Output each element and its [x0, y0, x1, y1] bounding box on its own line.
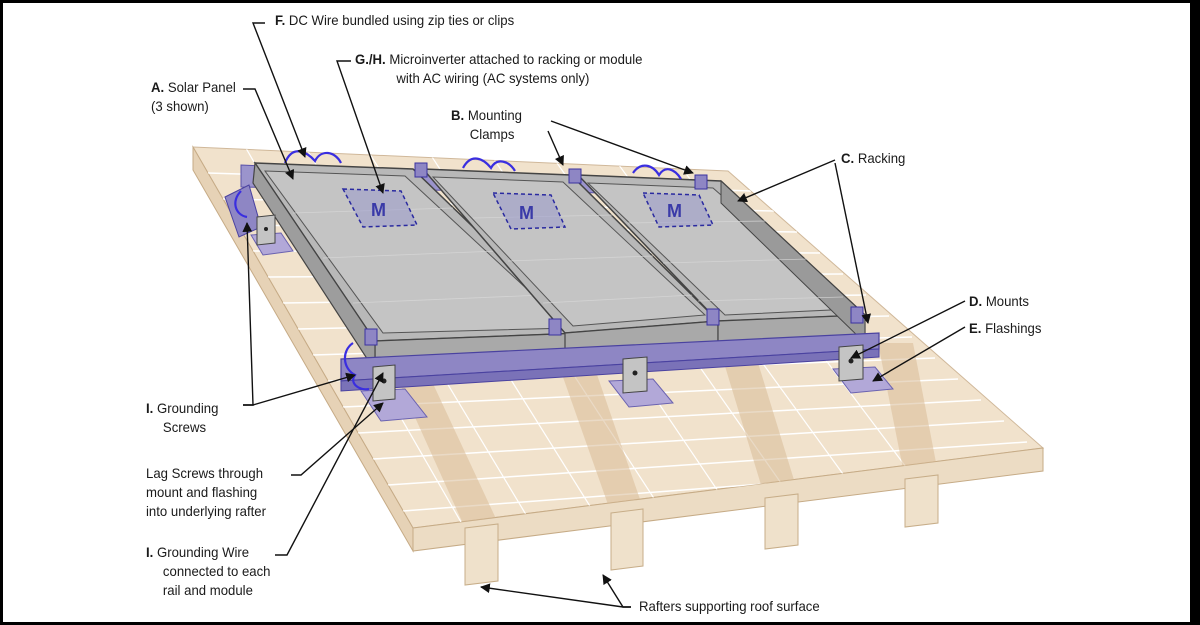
front-rail	[340, 332, 880, 392]
roof-front-edge	[412, 447, 1044, 552]
clamp	[364, 328, 378, 346]
leader-rafters2	[602, 574, 631, 608]
callout-lag-screws: Lag Screws through mount and flashing in…	[146, 465, 266, 519]
leader-i1-up	[242, 222, 254, 406]
leader-lag	[291, 402, 384, 476]
callout-e: E. Flashings	[969, 320, 1042, 336]
mounting-clamps	[364, 162, 864, 346]
rafter	[904, 474, 939, 528]
leader-f	[251, 22, 307, 158]
callout-i-grounding-screws: I. Grounding Screws	[146, 400, 219, 435]
microinverter-mark: M	[519, 203, 534, 223]
dc-wire	[283, 150, 342, 164]
leader-lines	[242, 22, 966, 608]
leader-d	[850, 300, 966, 359]
leader-b1	[547, 130, 564, 166]
microinverter: M	[341, 188, 419, 228]
clamp	[568, 168, 582, 184]
clamp	[850, 306, 864, 324]
rafter	[464, 523, 499, 586]
microinverter: M	[641, 192, 715, 228]
mount	[250, 214, 294, 256]
leader-e	[872, 326, 966, 382]
rafter	[610, 508, 644, 571]
dc-wire	[632, 164, 682, 180]
dc-wire	[462, 157, 516, 172]
callout-d: D. Mounts	[969, 293, 1029, 309]
microinverters: M M M	[341, 188, 715, 230]
clamp	[706, 308, 720, 326]
leader-i2	[275, 372, 384, 556]
clamp	[548, 318, 562, 336]
microinverter: M	[491, 192, 567, 230]
callout-i-grounding-wire: I. Grounding Wire connected to each rail…	[146, 544, 271, 598]
callout-b: B. Mounting Clamps	[451, 107, 522, 142]
microinverter-mark: M	[667, 201, 682, 221]
leader-c1	[737, 159, 836, 203]
callout-f: F. DC Wire bundled using zip ties or cli…	[275, 12, 515, 28]
leader-b2	[550, 120, 694, 175]
rafter	[764, 493, 799, 550]
grounding-wire	[234, 190, 248, 219]
wires	[234, 150, 682, 391]
callout-c: C. Racking	[841, 150, 906, 166]
solar-panel	[252, 161, 585, 374]
solar-install-diagram: M M M	[192, 22, 1045, 608]
callout-a: A. Solar Panel (3 shown)	[151, 79, 236, 114]
rafters	[464, 474, 939, 586]
leader-g	[336, 60, 385, 194]
callout-rafters: Rafters supporting roof surface	[639, 598, 820, 614]
leader-rafters1	[480, 583, 631, 608]
leader-a	[243, 88, 295, 180]
microinverter-mark: M	[371, 200, 386, 220]
leader-c2	[834, 162, 872, 324]
mounts	[250, 214, 894, 422]
clamp	[414, 162, 428, 178]
callout-g: G./H. Microinverter attached to racking …	[355, 51, 643, 86]
mount	[608, 356, 674, 408]
clamp	[694, 174, 708, 190]
